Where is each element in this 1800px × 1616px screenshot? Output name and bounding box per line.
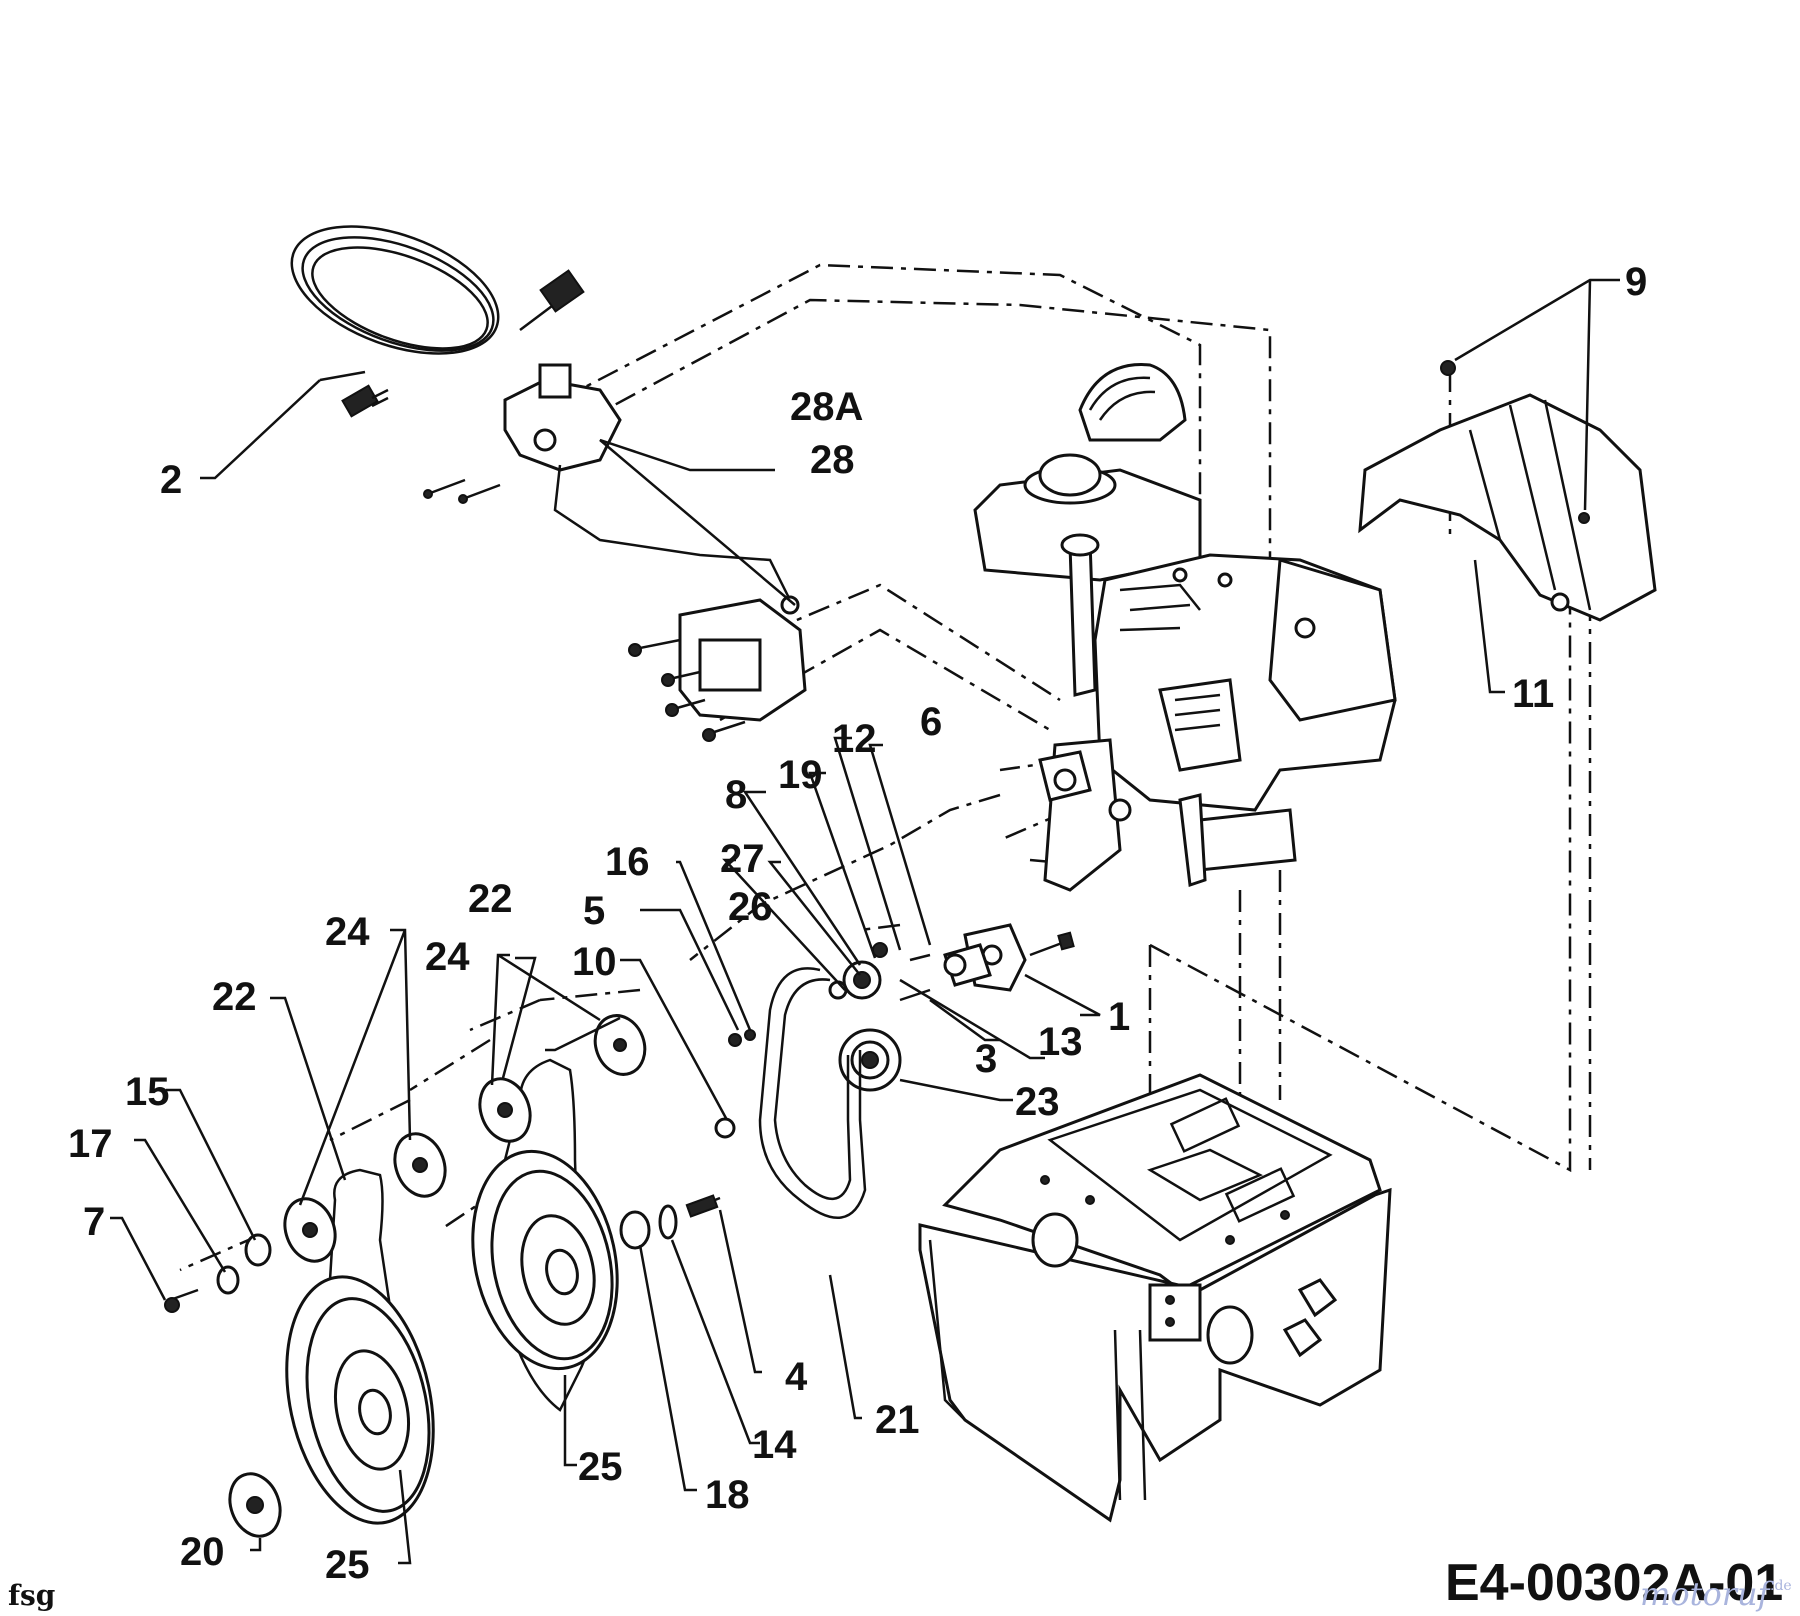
drawing-code: E4-00302A-01 — [1445, 1554, 1783, 1612]
label-part-9: 9 — [1625, 260, 1647, 304]
power-cord — [290, 225, 585, 418]
label-part-24-a: 24 — [325, 910, 370, 954]
label-part-24-b: 24 — [425, 935, 470, 979]
label-part-15: 15 — [125, 1070, 170, 1114]
small-pulleys-hardware — [164, 1014, 756, 1538]
watermark-suffix: .de — [1770, 1578, 1792, 1594]
label-part-18: 18 — [705, 1473, 750, 1517]
label-part-1: 1 — [1108, 995, 1130, 1039]
label-part-4: 4 — [785, 1355, 808, 1399]
shroud-cover — [1358, 360, 1657, 622]
corner-code: fsg — [8, 1579, 55, 1612]
label-part-28A: 28A — [790, 385, 863, 429]
label-part-10: 10 — [572, 940, 617, 984]
label-part-5: 5 — [583, 889, 605, 933]
engine — [973, 363, 1397, 892]
label-part-20: 20 — [180, 1530, 225, 1574]
label-part-14: 14 — [752, 1423, 797, 1467]
mounting-frame — [918, 1073, 1392, 1523]
idler-bracket-assembly — [828, 923, 1075, 1092]
label-part-3: 3 — [975, 1037, 997, 1081]
part-labels: 1 2 3 4 5 6 7 8 9 10 11 12 13 14 15 16 1… — [68, 260, 1647, 1587]
watermark-logo: motoruf — [1640, 1575, 1775, 1613]
label-part-7: 7 — [83, 1200, 105, 1244]
label-part-25-b: 25 — [325, 1543, 370, 1587]
label-part-23: 23 — [1015, 1080, 1060, 1124]
label-part-22-a: 22 — [212, 975, 257, 1019]
label-part-8: 8 — [725, 773, 747, 817]
label-part-25-a: 25 — [578, 1445, 623, 1489]
label-part-17: 17 — [68, 1122, 113, 1166]
label-part-28: 28 — [810, 438, 855, 482]
starter-switch-assembly — [423, 363, 807, 742]
label-part-16: 16 — [605, 840, 650, 884]
label-part-27: 27 — [720, 837, 765, 881]
label-part-6: 6 — [920, 700, 942, 744]
label-part-13: 13 — [1038, 1020, 1083, 1064]
label-part-26: 26 — [728, 885, 773, 929]
label-part-21: 21 — [875, 1398, 920, 1442]
large-pulleys — [285, 1149, 619, 1525]
label-part-11: 11 — [1512, 672, 1554, 716]
label-part-2: 2 — [160, 458, 182, 502]
label-part-19: 19 — [778, 753, 823, 797]
assembly-lines — [179, 263, 1592, 1272]
label-part-12: 12 — [832, 717, 877, 761]
label-part-22-b: 22 — [468, 877, 513, 921]
leader-lines — [110, 278, 1620, 1565]
